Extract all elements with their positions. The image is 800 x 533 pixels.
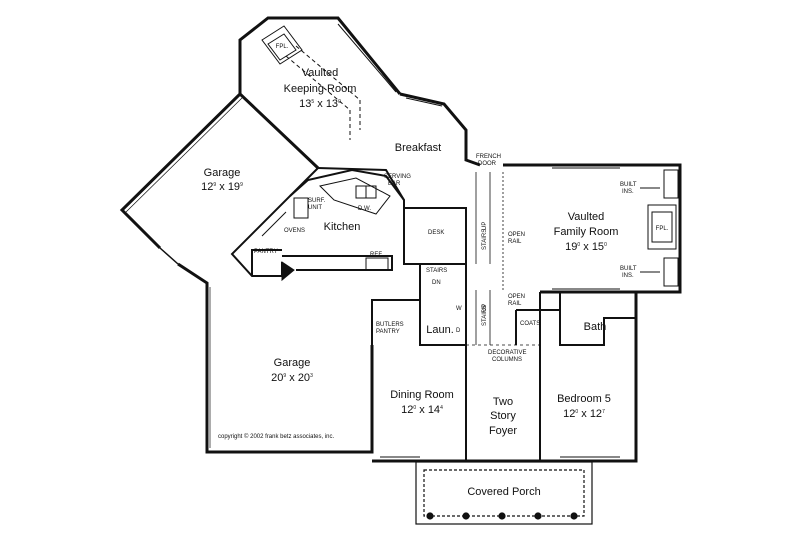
desk-label: DESK	[428, 230, 444, 236]
room-labels: Vaulted Keeping Room 135 x 130 Breakfast…	[201, 67, 618, 498]
open-rail-2-label: OPEN	[508, 294, 525, 300]
keeping-room-size: 135 x 130	[299, 98, 341, 110]
unit-label: UNIT	[308, 205, 322, 211]
foyer-label-3: Foyer	[489, 425, 517, 437]
ovens-label: OVENS	[284, 228, 305, 234]
fpl-top-label: FPL.	[276, 44, 289, 50]
windows	[337, 23, 620, 458]
garage-top-size: 129 x 199	[201, 181, 243, 193]
bar-label: BAR	[388, 181, 401, 187]
built-ins-2-label: BUILT	[620, 266, 637, 272]
family-room-size: 190 x 150	[565, 241, 607, 253]
garage-main-size: 209 x 203	[271, 372, 313, 384]
built-ins-2-sub: INS.	[622, 273, 634, 279]
bath-label: Bath	[584, 321, 607, 333]
open-rail-1-sub: RAIL	[508, 239, 522, 245]
serving-label: SERVING	[384, 174, 411, 180]
dryer-label: D	[456, 328, 461, 334]
stairs-dn-label: STAIRS	[426, 268, 447, 274]
foyer-label-1: Two	[493, 396, 513, 408]
dining-room-size: 120 x 144	[401, 404, 443, 416]
dining-room-label: Dining Room	[390, 389, 454, 401]
french-label: FRENCH	[476, 154, 501, 160]
stairs-up-2-label: STAIRS	[482, 305, 488, 326]
decorative-label: DECORATIVE	[488, 350, 527, 356]
family-room-label-2: Family Room	[554, 226, 619, 238]
foyer-label-2: Story	[490, 410, 516, 422]
garage-main-label: Garage	[274, 357, 311, 369]
garage-wall-detail	[125, 97, 243, 448]
up-2-label: UP	[482, 304, 488, 312]
butlers-label: BUTLERS	[376, 322, 404, 328]
family-room-label-1: Vaulted	[568, 211, 605, 223]
exterior-walls	[119, 16, 682, 463]
fixture-labels: FPL. FPL. SERVING BAR SURF. UNIT D.W. OV…	[218, 44, 669, 440]
keeping-room-label-2: Keeping Room	[284, 83, 357, 95]
built-ins-1-sub: INS.	[622, 189, 634, 195]
coats-label: COATS	[520, 321, 540, 327]
door-label: DOOR	[478, 161, 497, 167]
interior-walls	[230, 167, 636, 461]
porch	[415, 461, 593, 525]
washer-label: W	[456, 306, 462, 312]
open-rail-1-label: OPEN	[508, 232, 525, 238]
ref-label: REF.	[370, 252, 383, 258]
surf-label: SURF.	[308, 198, 326, 204]
family-fireplace	[640, 169, 679, 287]
kitchen-label: Kitchen	[324, 221, 361, 233]
bedroom-size: 120 x 127	[563, 408, 605, 420]
up-1-label: UP	[482, 222, 488, 230]
porch-label: Covered Porch	[467, 486, 540, 498]
fpl-family-label: FPL.	[656, 226, 669, 232]
stairs-up-1-label: STAIRS	[482, 229, 488, 250]
stairs	[466, 172, 540, 346]
kitchen-fixtures	[261, 177, 391, 282]
garage-top-label: Garage	[204, 167, 241, 179]
copyright-text: copyright © 2002 frank betz associates, …	[218, 433, 334, 440]
bedroom-label: Bedroom 5	[557, 393, 611, 405]
columns-label: COLUMNS	[492, 357, 522, 363]
dw-label: D.W.	[358, 206, 371, 212]
laundry-label: Laun.	[426, 324, 454, 336]
dn-label: DN	[432, 280, 441, 286]
keeping-room-label-1: Vaulted	[302, 67, 339, 79]
open-rail-2-sub: RAIL	[508, 301, 522, 307]
keeping-fireplace	[261, 25, 361, 140]
breakfast-label: Breakfast	[395, 142, 441, 154]
built-ins-1-label: BUILT	[620, 182, 637, 188]
butlers-pantry-label: PANTRY	[376, 329, 400, 335]
pantry-label: PANTRY	[254, 249, 278, 255]
